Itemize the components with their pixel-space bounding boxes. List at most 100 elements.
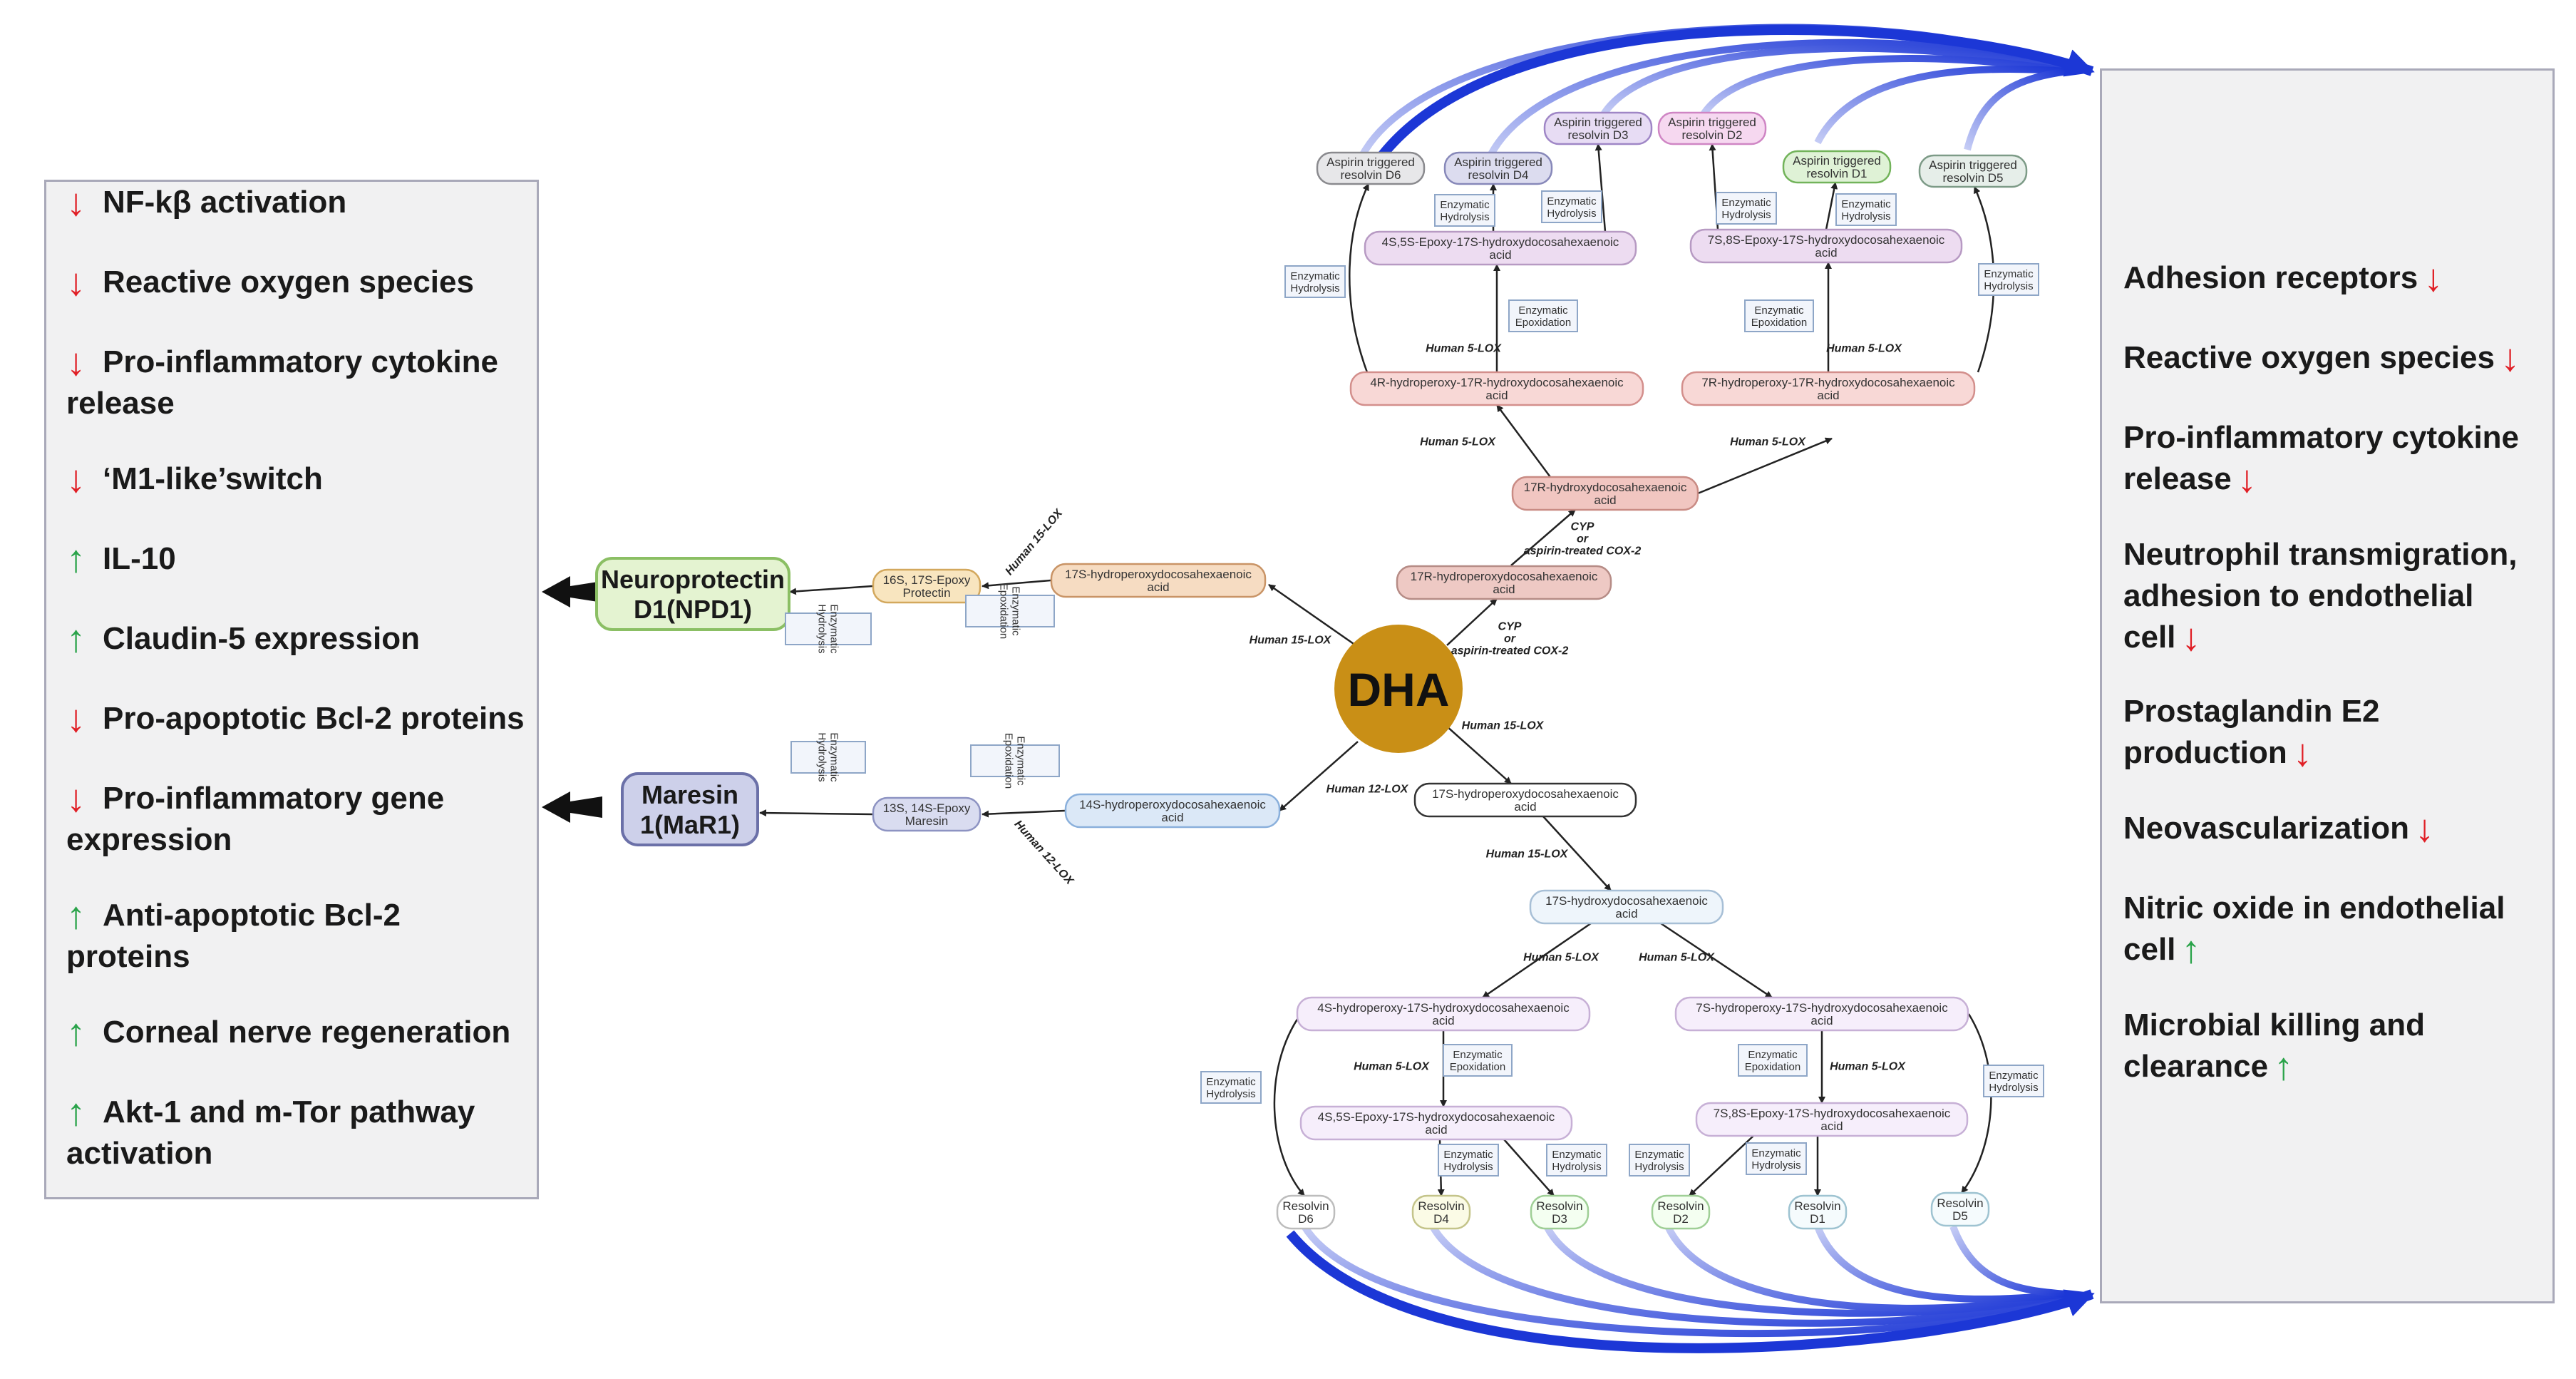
node-hp7s: 7S-hydroperoxy-17S-hydroxydocosahexaenoi… bbox=[1674, 996, 1969, 1032]
left-effect-5: ↑Claudin-5 expression bbox=[66, 618, 537, 660]
note-human-12lox: Human 12-LOX bbox=[1011, 818, 1076, 888]
right-effect-5: Neovascularization↓ bbox=[2123, 808, 2551, 849]
down-arrow-icon: ↓ bbox=[2500, 337, 2520, 379]
pathway-arrow bbox=[1660, 922, 1773, 999]
down-arrow-icon: ↓ bbox=[2415, 807, 2435, 850]
right-effect-0: Adhesion receptors↓ bbox=[2123, 257, 2551, 299]
right-effect-7: Microbial killing and clearance↑ bbox=[2123, 1005, 2551, 1087]
down-arrow-icon: ↓ bbox=[66, 458, 86, 501]
node-hp4r: 4R-hydroperoxy-17R-hydroxydocosahexaenoi… bbox=[1349, 371, 1644, 406]
enzyme-hydrolysis-box: EnzymaticHydrolysis bbox=[790, 732, 866, 782]
note-human-5lox: Human 5-LOX bbox=[1830, 1061, 1906, 1073]
pathway-arrow bbox=[1268, 583, 1356, 647]
left-effect-9: ↑Corneal nerve regeneration bbox=[66, 1012, 537, 1053]
enzyme-epoxidation-box-label: EnzymaticEpoxidation bbox=[997, 583, 1021, 639]
left-effect-4: ↑IL-10 bbox=[66, 538, 537, 580]
right-effect-label: Microbial killing and clearance bbox=[2123, 1008, 2425, 1084]
pathway-arrow bbox=[1446, 598, 1498, 646]
pathway-arrow bbox=[1279, 741, 1359, 811]
up-arrow-icon: ↑ bbox=[2181, 928, 2201, 971]
note-human-15lox: Human 15-LOX bbox=[1250, 635, 1332, 647]
note-human-15lox: Human 15-LOX bbox=[1486, 849, 1569, 861]
node-hp4s: 4S-hydroperoxy-17S-hydroxydocosahexaenoi… bbox=[1296, 996, 1591, 1032]
left-effect-6: ↓Pro-apoptotic Bcl-2 proteins bbox=[66, 698, 537, 739]
left-effect-label: Pro-apoptotic Bcl-2 proteins bbox=[103, 701, 525, 736]
left-effects-panel: ↓ NF-kβ activation ↓Reactive oxygen specie… bbox=[44, 180, 539, 1199]
pathway-arrow bbox=[1439, 719, 1512, 784]
top-main-arc bbox=[1371, 24, 2095, 168]
left-effect-label: NF-kβ activation bbox=[103, 185, 347, 220]
note-human-5lox: Human 5-LOX bbox=[1730, 436, 1806, 448]
right-effect-1: Reactive oxygen species↓ bbox=[2123, 337, 2551, 379]
down-arrow-icon: ↓ bbox=[2237, 458, 2257, 501]
product-arrows bbox=[542, 576, 602, 823]
left-effect-label: ‘M1-like’switch bbox=[103, 461, 323, 496]
right-effect-label: Neutrophil transmigration, adhesion to e… bbox=[2123, 537, 2518, 655]
up-arrow-icon: ↑ bbox=[2274, 1045, 2294, 1088]
mar1-output-arrow bbox=[542, 791, 602, 823]
enzyme-epoxidation-box-label: EnzymaticEpoxidation bbox=[1002, 733, 1026, 789]
pathway-arrow bbox=[1961, 1013, 1992, 1194]
bottom-arc-4 bbox=[1664, 1224, 2068, 1312]
pathway-arrow bbox=[759, 809, 873, 817]
right-effect-label: Nitric oxide in endothelial cell bbox=[2123, 891, 2505, 967]
left-effect-1: ↓Reactive oxygen species bbox=[66, 262, 537, 303]
pathway-arrow bbox=[982, 809, 1066, 818]
node-label: 4S-hydroperoxy-17S-hydroxydocosahexaenoi… bbox=[1317, 1001, 1570, 1027]
down-arrow-icon: ↓ bbox=[66, 181, 86, 224]
enzyme-epoxidation-box: EnzymaticEpoxidation bbox=[970, 733, 1060, 789]
left-effect-8: ↑Anti-apoptotic Bcl-2 proteins bbox=[66, 895, 537, 978]
pathway-arrow bbox=[1594, 143, 1607, 232]
pathway-arrows bbox=[759, 143, 1995, 1196]
right-effect-label: Adhesion receptors bbox=[2123, 260, 2418, 295]
top-arc-3 bbox=[1600, 44, 2068, 116]
pathway-arrow bbox=[982, 579, 1051, 590]
right-effects-panel: Adhesion receptors↓Reactive oxygen speci… bbox=[2100, 68, 2555, 1303]
note-human-5lox: Human 5-LOX bbox=[1639, 952, 1715, 964]
left-effect-2: ↓Pro-inflammatory cytokine release bbox=[66, 342, 537, 424]
top-arc-5 bbox=[1814, 65, 2068, 145]
left-effect-label: Pro-inflammatory gene expression bbox=[66, 781, 445, 857]
note-human-5lox: Human 5-LOX bbox=[1420, 436, 1496, 448]
bottom-arc-6 bbox=[1949, 1225, 2068, 1298]
